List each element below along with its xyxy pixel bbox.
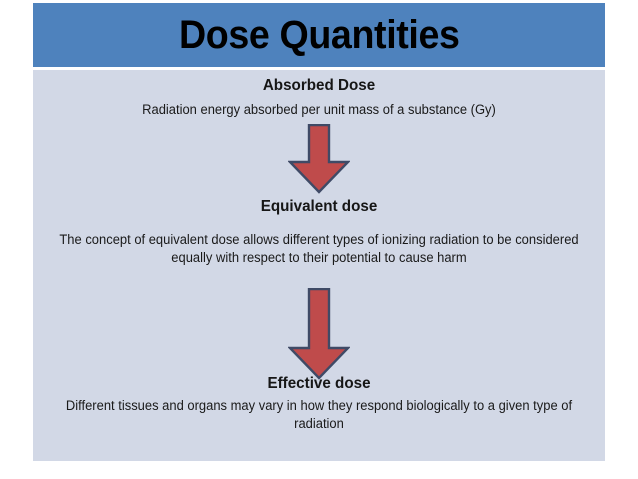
section-heading-absorbed-dose: Absorbed Dose: [262, 77, 376, 94]
section-body-absorbed-dose: Radiation energy absorbed per unit mass …: [142, 101, 496, 117]
section-equivalent-dose: Equivalent dose The concept of equivalen…: [33, 198, 605, 267]
section-absorbed-dose: Absorbed Dose Radiation energy absorbed …: [33, 77, 605, 119]
down-arrow-icon: [288, 288, 350, 380]
section-body-effective-dose: Different tissues and organs may vary in…: [65, 397, 573, 431]
title-banner: Dose Quantities: [33, 3, 605, 67]
content-panel: Absorbed Dose Radiation energy absorbed …: [33, 70, 605, 461]
page-title: Dose Quantities: [178, 13, 460, 57]
section-heading-equivalent-dose: Equivalent dose: [260, 198, 378, 215]
section-heading-effective-dose: Effective dose: [267, 375, 371, 392]
section-effective-dose: Effective dose Different tissues and org…: [33, 375, 605, 433]
section-body-equivalent-dose: The concept of equivalent dose allows di…: [59, 231, 579, 265]
down-arrow-icon: [288, 124, 350, 194]
